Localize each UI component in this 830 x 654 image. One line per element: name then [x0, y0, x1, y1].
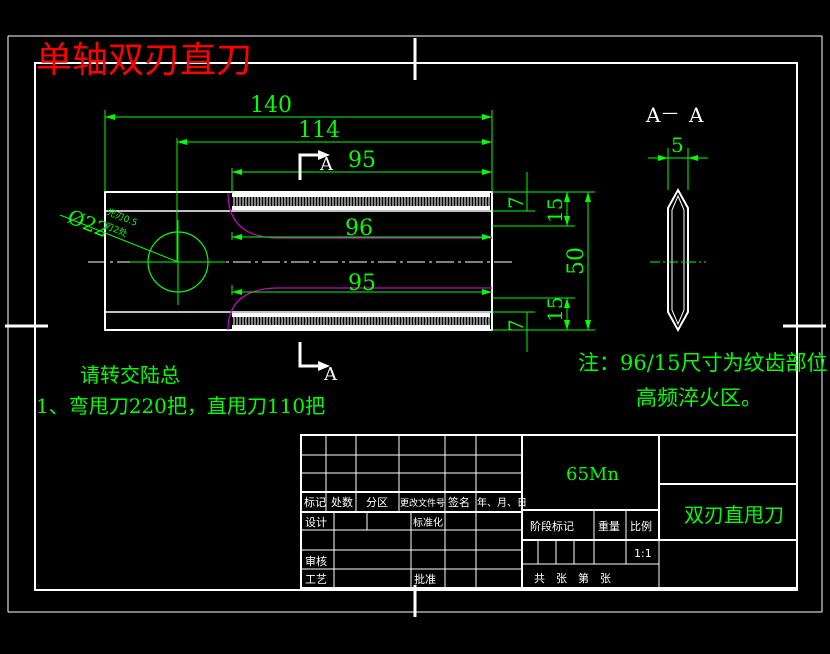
- dim-114: 114: [298, 118, 340, 143]
- dim-7-top: 7: [504, 196, 528, 209]
- dim-15-top: 15: [543, 198, 567, 223]
- tb-col-count: 处数: [331, 496, 353, 509]
- transition-arc-bottom: [227, 287, 492, 331]
- section-cut-mark-bottom: A: [298, 342, 338, 385]
- tb-scale-value: 1:1: [634, 547, 652, 560]
- note-left-line2: 1、弯甩刀220把，直甩刀110把: [36, 394, 325, 418]
- note-right-line2: 高频淬火区。: [636, 386, 762, 410]
- section-label-left: A: [645, 103, 661, 127]
- section-view: A — A 5: [645, 103, 708, 333]
- tb-part-name: 双刃直甩刀: [684, 503, 784, 527]
- section-cut-mark-top: A: [298, 150, 334, 180]
- tb-process: 工艺: [305, 573, 327, 586]
- serrated-zone-bottom: [232, 313, 490, 329]
- dim-5: 5: [671, 133, 684, 157]
- drawing-frame: [5, 35, 826, 617]
- section-label-dash: —: [662, 103, 678, 122]
- tb-col-zone: 分区: [366, 496, 388, 509]
- tb-weight: 重量: [598, 519, 620, 533]
- dim-7-bottom: 7: [504, 319, 528, 332]
- tb-scale-label: 比例: [630, 519, 652, 533]
- section-label-right: A: [688, 103, 704, 127]
- tb-col-mark: 标记: [304, 495, 326, 509]
- blade-front-view: [59, 191, 515, 331]
- tb-approve: 批准: [414, 572, 436, 586]
- tb-stage: 阶段标记: [530, 519, 574, 533]
- tb-sheets: 共 张 第 张: [534, 571, 611, 585]
- svg-text:A: A: [323, 364, 338, 385]
- dim-15-bottom: 15: [543, 297, 567, 322]
- serrated-zone-top: [232, 193, 490, 210]
- title-block-text: 标记 处数 分区 更改文件号 签名 年、月、日 设计 标准化 审核 工艺 批准 …: [304, 495, 652, 586]
- note-right-line1: 注：96/15尺寸为纹齿部位: [578, 351, 828, 375]
- tb-standardize: 标准化: [413, 516, 443, 529]
- tb-col-date: 年、月、日: [477, 496, 527, 509]
- tb-review: 审核: [305, 554, 327, 568]
- tb-col-change: 更改文件号: [400, 497, 445, 509]
- svg-text:A: A: [319, 154, 334, 175]
- tb-material: 65Mn: [566, 464, 619, 485]
- dimension-arrows: [105, 114, 591, 330]
- tb-design: 设计: [305, 516, 327, 529]
- drawing-title: 单轴双刃直刀: [36, 40, 252, 81]
- transition-arc-top: [227, 192, 492, 239]
- dim-95-bottom: 95: [348, 271, 376, 296]
- dim-95-top: 95: [348, 148, 376, 173]
- title-block: [300, 434, 798, 589]
- note-left-line1: 请转交陆总: [80, 363, 180, 387]
- tb-col-sign: 签名: [448, 495, 470, 509]
- dim-50: 50: [564, 247, 589, 275]
- dim-96: 96: [345, 216, 373, 241]
- dim-140: 140: [250, 93, 292, 118]
